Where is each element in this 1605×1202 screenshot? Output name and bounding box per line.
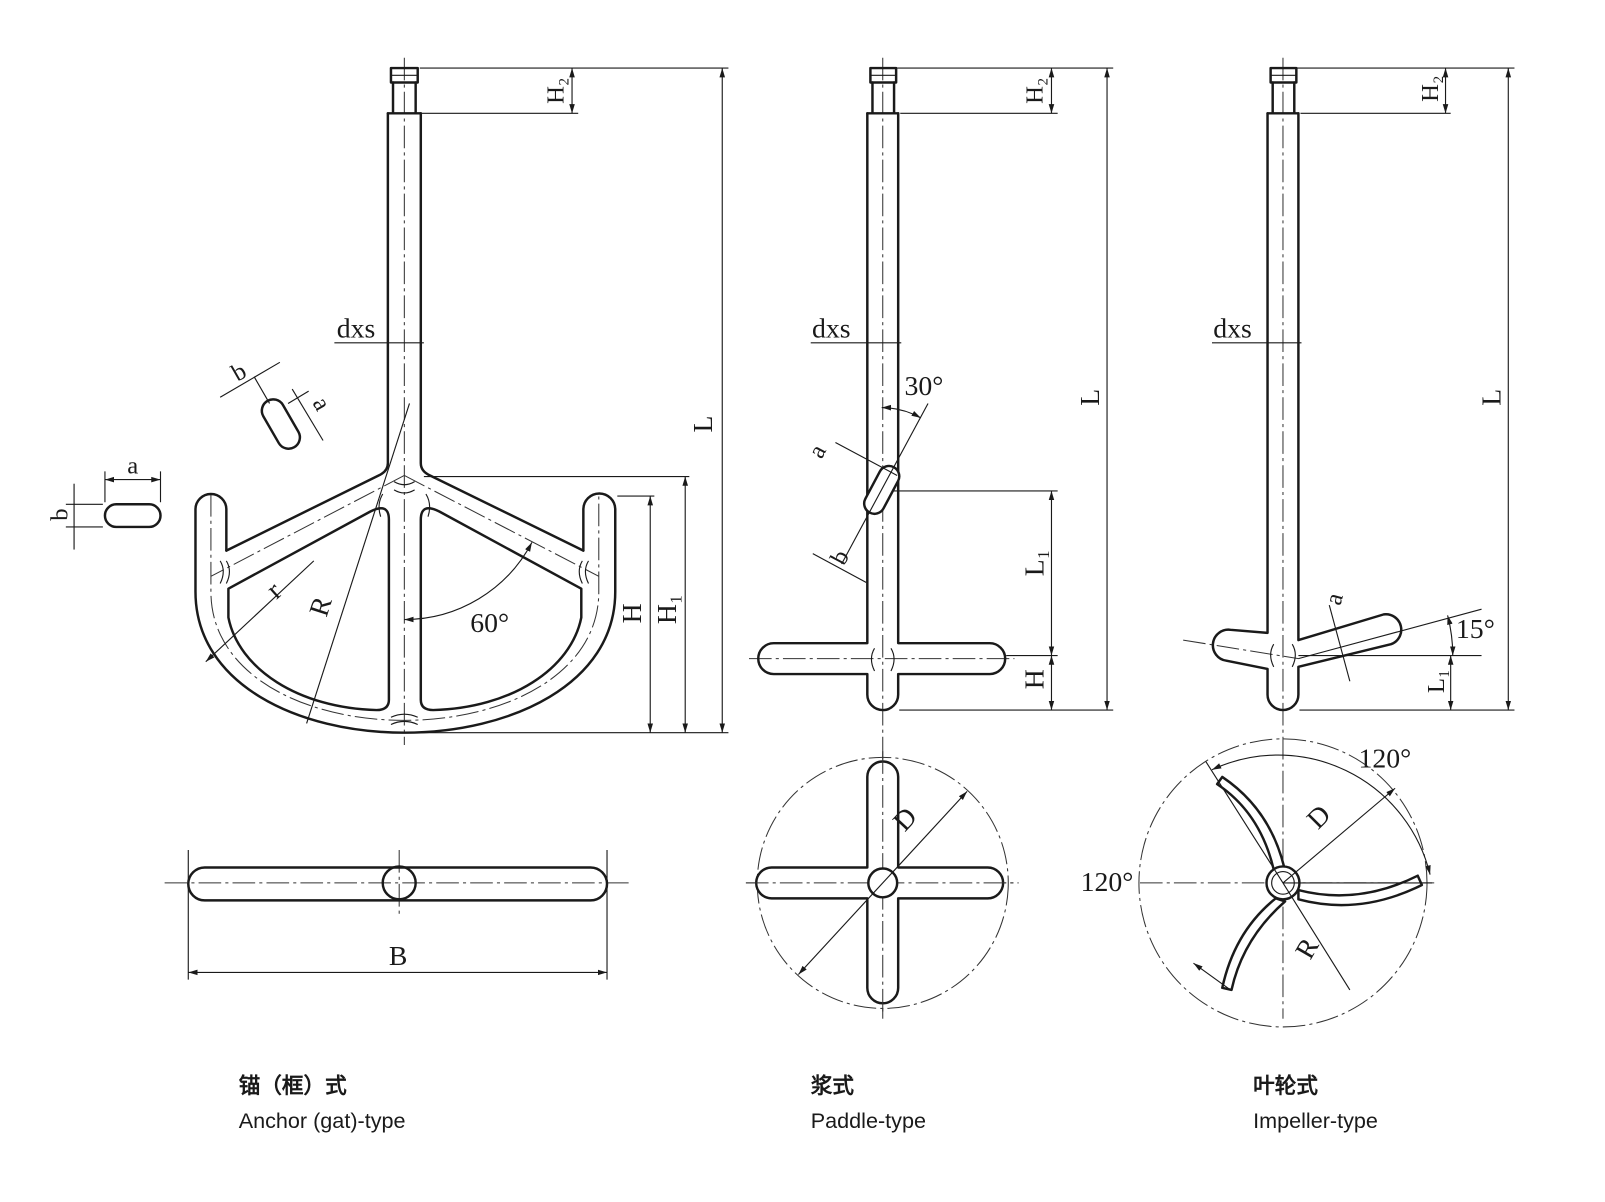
paddle-label-l1: L₁ bbox=[1019, 550, 1050, 577]
anchor-label-tilted-b: b bbox=[227, 357, 251, 387]
paddle-label-b: b bbox=[825, 546, 855, 570]
anchor-label-section-b: b bbox=[46, 508, 73, 520]
impeller-label-r: R bbox=[1289, 932, 1325, 964]
paddle-shaft-and-blades bbox=[757, 112, 1007, 712]
impeller-dim-d bbox=[1282, 787, 1396, 884]
anchor-tilted-dim-a bbox=[291, 388, 324, 441]
anchor-label-dxs: dxs bbox=[337, 314, 376, 345]
anchor-tilted-ext bbox=[287, 390, 309, 404]
impeller-blade-centerline bbox=[1183, 639, 1299, 660]
anchor-weld-mark bbox=[219, 560, 230, 584]
anchor-weld-mark bbox=[390, 713, 418, 725]
paddle-dim-b bbox=[812, 553, 867, 583]
impeller-angle-arc-top bbox=[1211, 754, 1431, 875]
anchor-section-tilted bbox=[260, 398, 302, 450]
paddle-label-h2: H₂ bbox=[1022, 77, 1049, 103]
anchor-shaft-right-edge bbox=[419, 112, 585, 552]
impeller-angle-ext bbox=[1205, 761, 1284, 884]
anchor-agitator: r R 60° H₂ L dxs H H₁ a b bbox=[46, 57, 729, 1133]
paddle-label-dxs: dxs bbox=[812, 314, 851, 345]
paddle-caption-cn: 浆式 bbox=[811, 1073, 855, 1099]
anchor-label-h: H bbox=[617, 603, 648, 623]
anchor-angle-arc bbox=[404, 542, 533, 623]
impeller-blade bbox=[1221, 897, 1287, 992]
anchor-outer-frame bbox=[194, 492, 617, 734]
anchor-label-section-a: a bbox=[127, 452, 138, 479]
impeller-angle-arc bbox=[1447, 615, 1456, 656]
paddle-angle-arc bbox=[881, 404, 922, 419]
anchor-top-view-bar bbox=[187, 866, 609, 902]
impeller-angle-axis bbox=[1298, 608, 1482, 660]
impeller-dim-a bbox=[1328, 604, 1351, 682]
paddle-weld-mark bbox=[870, 648, 895, 672]
anchor-section-flat bbox=[103, 503, 162, 529]
anchor-label-h2: H₂ bbox=[542, 77, 569, 103]
impeller-blade bbox=[1297, 874, 1424, 907]
paddle-label-h: H bbox=[1019, 669, 1050, 689]
anchor-bottom-centerline bbox=[210, 493, 600, 721]
paddle-agitator: 30° a b H₂ L L₁ H dxs D 浆式 Paddle-type bbox=[745, 57, 1114, 1133]
impeller-label-angle-left: 120° bbox=[1081, 867, 1134, 898]
impeller-shaft-and-blades bbox=[1211, 112, 1403, 712]
impeller-caption-cn: 叶轮式 bbox=[1253, 1073, 1318, 1099]
anchor-radius-r-line bbox=[205, 560, 315, 663]
impeller-label-angle-top: 120° bbox=[1358, 744, 1411, 775]
impeller-label-d: D bbox=[1301, 799, 1337, 835]
anchor-shaft-left-edge bbox=[225, 112, 390, 552]
paddle-label-angle: 30° bbox=[904, 371, 943, 402]
impeller-label-angle: 15° bbox=[1456, 614, 1495, 645]
paddle-inclined-axis bbox=[841, 403, 929, 565]
paddle-label-a: a bbox=[803, 440, 832, 462]
anchor-radius-R-line bbox=[306, 403, 411, 724]
anchor-weld-mark bbox=[578, 560, 590, 584]
anchor-label-tilted-a: a bbox=[307, 392, 336, 415]
anchor-arm-centerline-right bbox=[404, 475, 600, 577]
anchor-caption-en: Anchor (gat)-type bbox=[239, 1108, 406, 1133]
anchor-weld-mark bbox=[378, 493, 431, 517]
anchor-arm-centerline-left bbox=[210, 475, 405, 577]
impeller-label-a: a bbox=[1320, 590, 1349, 608]
anchor-label-l: L bbox=[688, 416, 719, 433]
anchor-label-h1: H₁ bbox=[652, 594, 683, 624]
anchor-inner-hole-right bbox=[419, 507, 583, 712]
impeller-label-h2: H₂ bbox=[1417, 75, 1444, 101]
anchor-tilted-ext bbox=[253, 376, 271, 404]
anchor-label-angle: 60° bbox=[470, 608, 509, 639]
anchor-weld-mark bbox=[393, 481, 415, 494]
anchor-caption-cn: 锚（框）式 bbox=[239, 1073, 347, 1099]
impeller-label-l1: L₁ bbox=[1423, 669, 1450, 693]
impeller-weld-mark bbox=[1270, 643, 1296, 668]
impeller-label-dxs: dxs bbox=[1213, 314, 1252, 345]
anchor-label-R-large: R bbox=[304, 593, 339, 621]
anchor-inner-hole-left bbox=[227, 507, 391, 712]
paddle-label-l: L bbox=[1075, 389, 1106, 406]
impeller-dim-r bbox=[1282, 882, 1351, 991]
anchor-label-width: B bbox=[389, 941, 408, 972]
impeller-caption-en: Impeller-type bbox=[1253, 1108, 1378, 1133]
impeller-agitator: 15° a H₂ L L₁ dxs D R 120° 120° 叶轮式 bbox=[1081, 57, 1515, 1133]
impeller-blade bbox=[1215, 775, 1286, 871]
anchor-label-r-small: r bbox=[260, 576, 288, 605]
impeller-label-l: L bbox=[1476, 389, 1507, 406]
paddle-dim-a bbox=[835, 442, 898, 476]
impeller-dim-r-curve bbox=[1193, 962, 1231, 991]
paddle-caption-en: Paddle-type bbox=[811, 1108, 926, 1133]
anchor-top-view-shaft bbox=[381, 865, 417, 901]
anchor-tilted-dim-b bbox=[219, 361, 281, 398]
paddle-dim-d bbox=[797, 790, 968, 975]
